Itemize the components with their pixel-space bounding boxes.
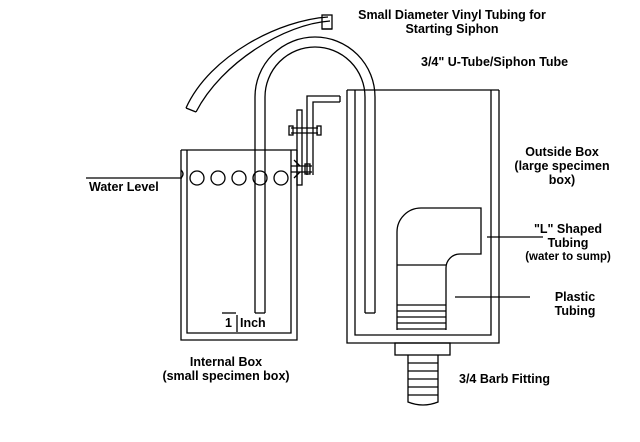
u-tube <box>254 36 376 314</box>
plastic-tubing-ribs <box>397 304 446 330</box>
outside-box-label-line2: (large specimen <box>514 159 610 173</box>
plastic-tubing-label: Plastic Tubing <box>530 290 620 318</box>
l-tubing-label-line2: Tubing <box>547 236 589 250</box>
outside-box-label-line1: Outside Box <box>525 145 599 159</box>
outside-box-label: Outside Box (large specimen box) <box>508 145 616 187</box>
barb-fitting-label: 3/4 Barb Fitting <box>459 372 550 386</box>
internal-box-label-line2: (small specimen box) <box>162 369 290 383</box>
l-tubing-label: "L" Shaped Tubing (water to sump) <box>514 222 622 264</box>
starting-tube-label: Small Diameter Vinyl Tubing for Starting… <box>337 8 567 36</box>
one-inch-marker <box>222 312 238 332</box>
plastic-tubing-label-line2: Tubing <box>554 304 596 318</box>
starting-tube-label-line2: Starting Siphon <box>405 22 499 36</box>
internal-box <box>180 149 298 341</box>
starting-tube <box>185 14 333 113</box>
l-tubing-label-line3: (water to sump) <box>525 251 611 263</box>
starting-tube-label-line1: Small Diameter Vinyl Tubing for <box>358 8 546 22</box>
tube-clamp <box>288 109 322 186</box>
one-inch-number: 1 <box>225 316 232 330</box>
plastic-tubing-label-line1: Plastic <box>554 290 596 304</box>
l-shaped-tubing <box>396 207 482 330</box>
one-inch-unit: Inch <box>240 316 266 330</box>
internal-box-label: Internal Box (small specimen box) <box>146 355 306 383</box>
u-tube-label: 3/4" U-Tube/Siphon Tube <box>421 55 569 69</box>
barb-fitting <box>394 342 451 406</box>
l-tubing-label-line1: "L" Shaped <box>533 222 603 236</box>
outside-elbow <box>306 95 341 175</box>
water-level-label: Water Level <box>89 180 159 194</box>
internal-box-label-line1: Internal Box <box>189 355 263 369</box>
water-level-bubbles <box>189 170 289 186</box>
outside-box-label-line3: box) <box>548 173 576 187</box>
